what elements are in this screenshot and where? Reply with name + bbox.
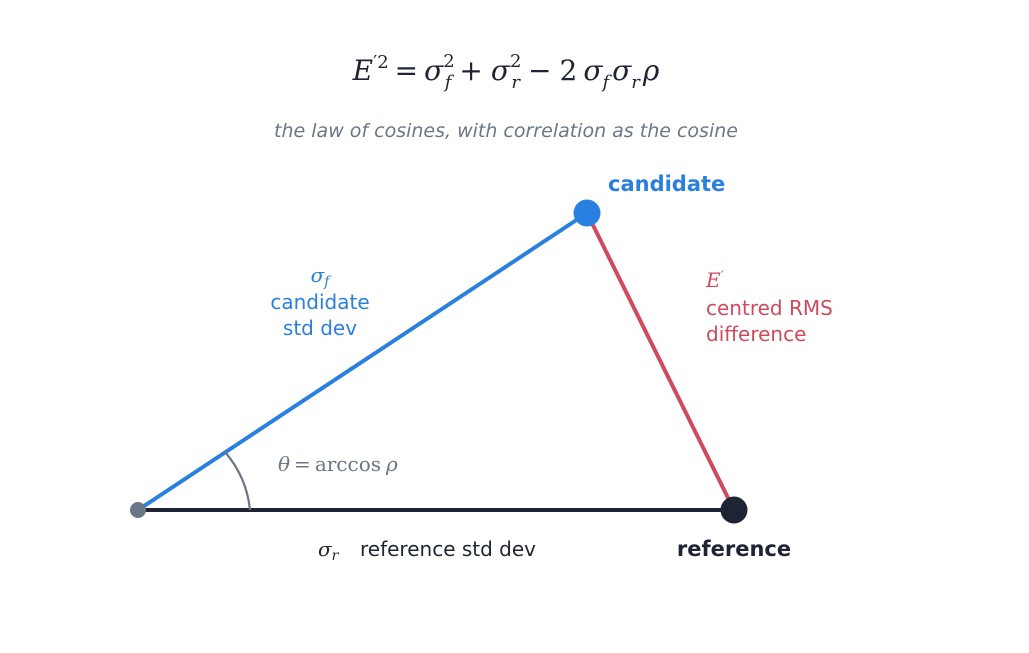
candidate-side-symbol: σf bbox=[311, 263, 333, 290]
reference-side-symbol: σr bbox=[318, 537, 340, 564]
error-side-line2: difference bbox=[706, 322, 806, 346]
candidate-point bbox=[573, 199, 601, 227]
candidate-side-line1: candidate bbox=[270, 290, 369, 314]
candidate-side bbox=[136, 211, 589, 512]
reference-label: reference bbox=[677, 537, 791, 561]
error-side-line1: centred RMS bbox=[706, 296, 833, 320]
subtitle: the law of cosines, with correlation as … bbox=[274, 120, 738, 142]
reference-point bbox=[720, 496, 748, 524]
error-side bbox=[585, 211, 736, 512]
candidate-label: candidate bbox=[608, 172, 725, 196]
angle-arc bbox=[224, 451, 252, 511]
error-side-symbol: E′ bbox=[705, 268, 725, 292]
reference-side-text: reference std dev bbox=[360, 537, 536, 561]
candidate-side-line2: std dev bbox=[283, 316, 357, 340]
origin-vertex bbox=[130, 502, 146, 518]
